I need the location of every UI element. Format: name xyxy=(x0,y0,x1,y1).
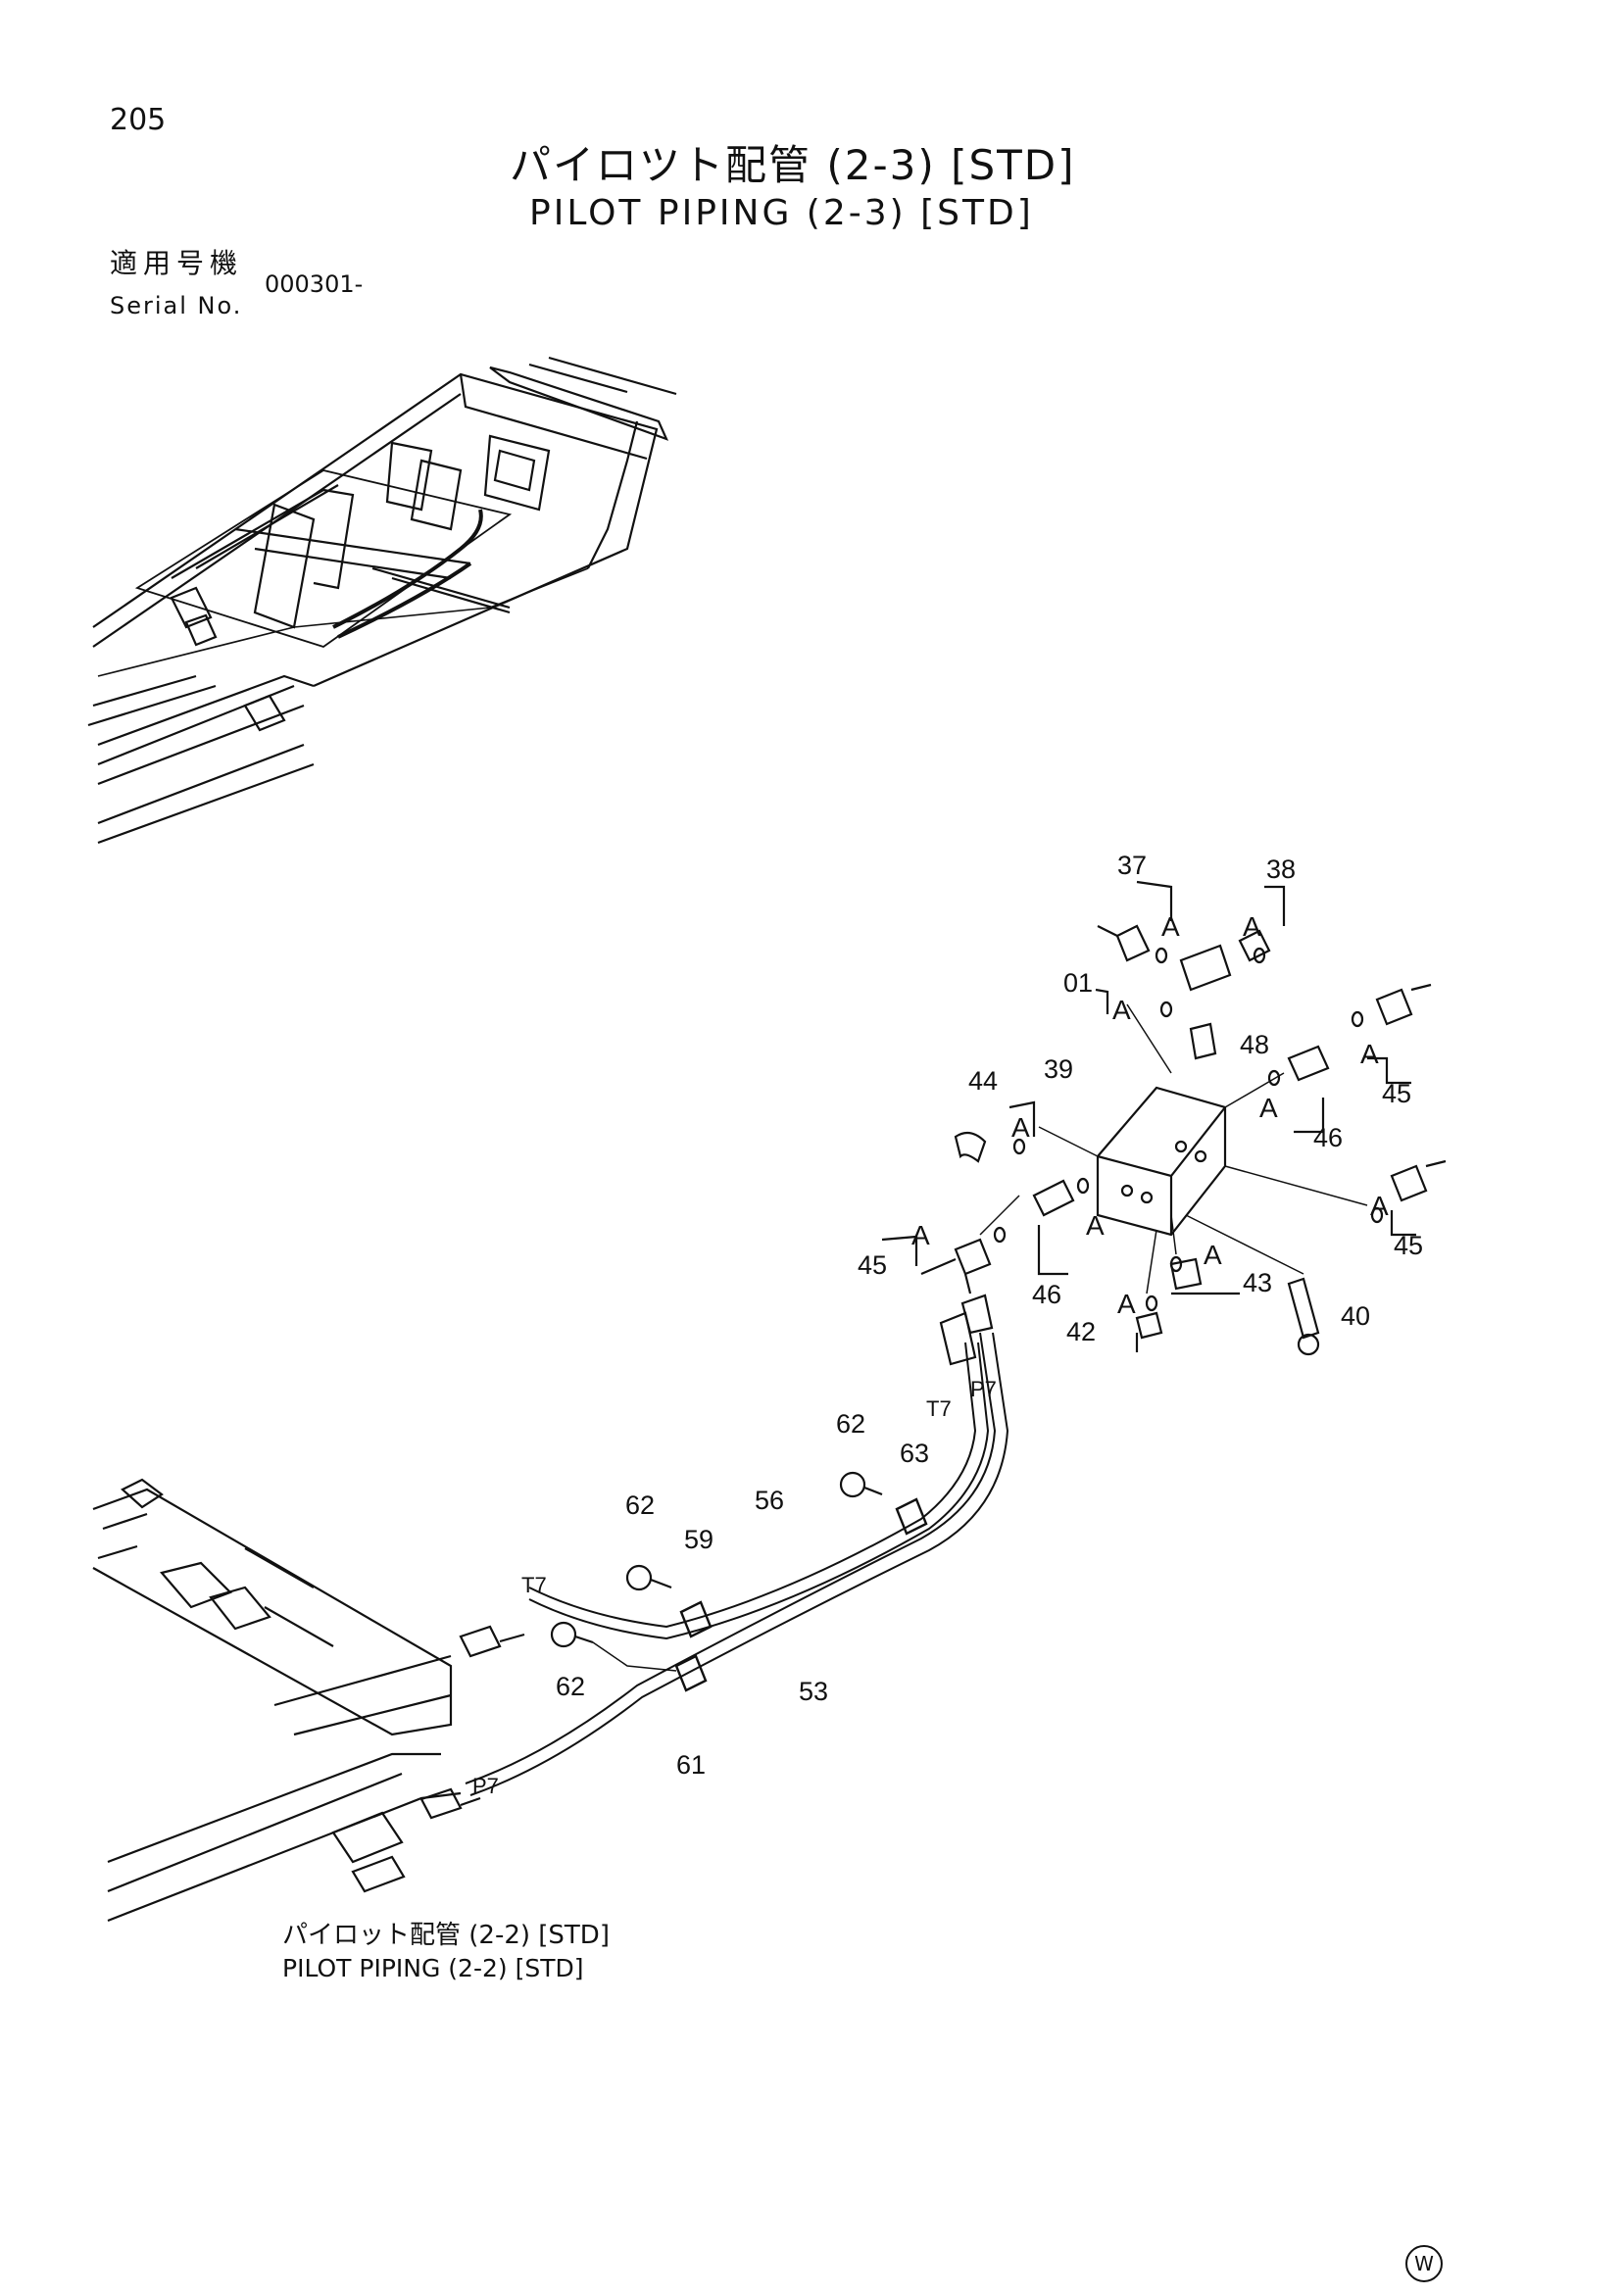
port-label-t7-upper: T7 xyxy=(926,1396,952,1421)
marker-a: A xyxy=(1112,995,1131,1025)
callout-46-left: 46 xyxy=(1032,1280,1061,1309)
callout-46-right: 46 xyxy=(1313,1123,1343,1152)
callout-62-middle: 62 xyxy=(625,1490,655,1520)
pilot-pipe-assembly xyxy=(92,880,1447,1923)
serial-label-english: Serial No. xyxy=(110,292,243,319)
callout-37: 37 xyxy=(1117,851,1147,880)
marker-a: A xyxy=(1117,1289,1136,1319)
marker-a: A xyxy=(1011,1112,1030,1143)
callout-62-lower: 62 xyxy=(556,1672,585,1701)
callout-39: 39 xyxy=(1044,1054,1073,1084)
marker-a: A xyxy=(1086,1210,1105,1241)
marker-a: A xyxy=(1243,911,1261,942)
port-label-p7-lower: P7 xyxy=(472,1774,499,1798)
callout-40: 40 xyxy=(1341,1301,1370,1331)
page-number: 205 xyxy=(110,103,167,137)
serial-label-japanese: 適用号機 xyxy=(110,247,244,279)
marker-a: A xyxy=(1360,1039,1379,1069)
o-ring-markers: A A A A A A A A A A A xyxy=(911,911,1389,1319)
callout-61: 61 xyxy=(676,1750,706,1780)
callout-56: 56 xyxy=(755,1486,784,1515)
frame-overview-drawing xyxy=(87,356,677,845)
watermark-mark: W xyxy=(1405,2245,1443,2282)
page-title-english: PILOT PIPING (2-3) [STD] xyxy=(529,193,1034,233)
serial-number-value: 000301- xyxy=(265,270,364,298)
callout-48: 48 xyxy=(1240,1030,1269,1059)
callout-53: 53 xyxy=(799,1677,828,1706)
marker-a: A xyxy=(1161,911,1180,942)
callout-43: 43 xyxy=(1243,1268,1272,1297)
marker-a: A xyxy=(1204,1240,1222,1270)
port-label-t7-lower: T7 xyxy=(521,1573,547,1597)
callout-01: 01 xyxy=(1063,968,1093,998)
cross-reference-japanese: パイロット配管 (2-2) [STD] xyxy=(282,1921,610,1950)
callout-45-left: 45 xyxy=(858,1250,887,1280)
callout-59: 59 xyxy=(684,1525,713,1554)
callout-45-right-upper: 45 xyxy=(1382,1079,1411,1108)
callout-62-upper: 62 xyxy=(836,1409,865,1439)
page-title-japanese: パイロツト配管 (2-3) [STD] xyxy=(510,141,1076,189)
cross-reference-english: PILOT PIPING (2-2) [STD] xyxy=(282,1954,584,1982)
marker-a: A xyxy=(1259,1093,1278,1123)
callout-42: 42 xyxy=(1066,1317,1096,1346)
port-label-p7-upper: P7 xyxy=(970,1377,997,1401)
callout-38: 38 xyxy=(1266,855,1296,884)
port-labels: T7 P7 T7 P7 xyxy=(472,1377,997,1798)
marker-a: A xyxy=(911,1220,930,1250)
marker-a: A xyxy=(1370,1191,1389,1221)
callout-44: 44 xyxy=(968,1066,998,1096)
part-callouts: 37 38 01 48 39 44 45 46 45 45 46 43 42 4… xyxy=(556,851,1423,1780)
callout-63: 63 xyxy=(900,1439,929,1468)
callout-45-right-lower: 45 xyxy=(1394,1231,1423,1260)
